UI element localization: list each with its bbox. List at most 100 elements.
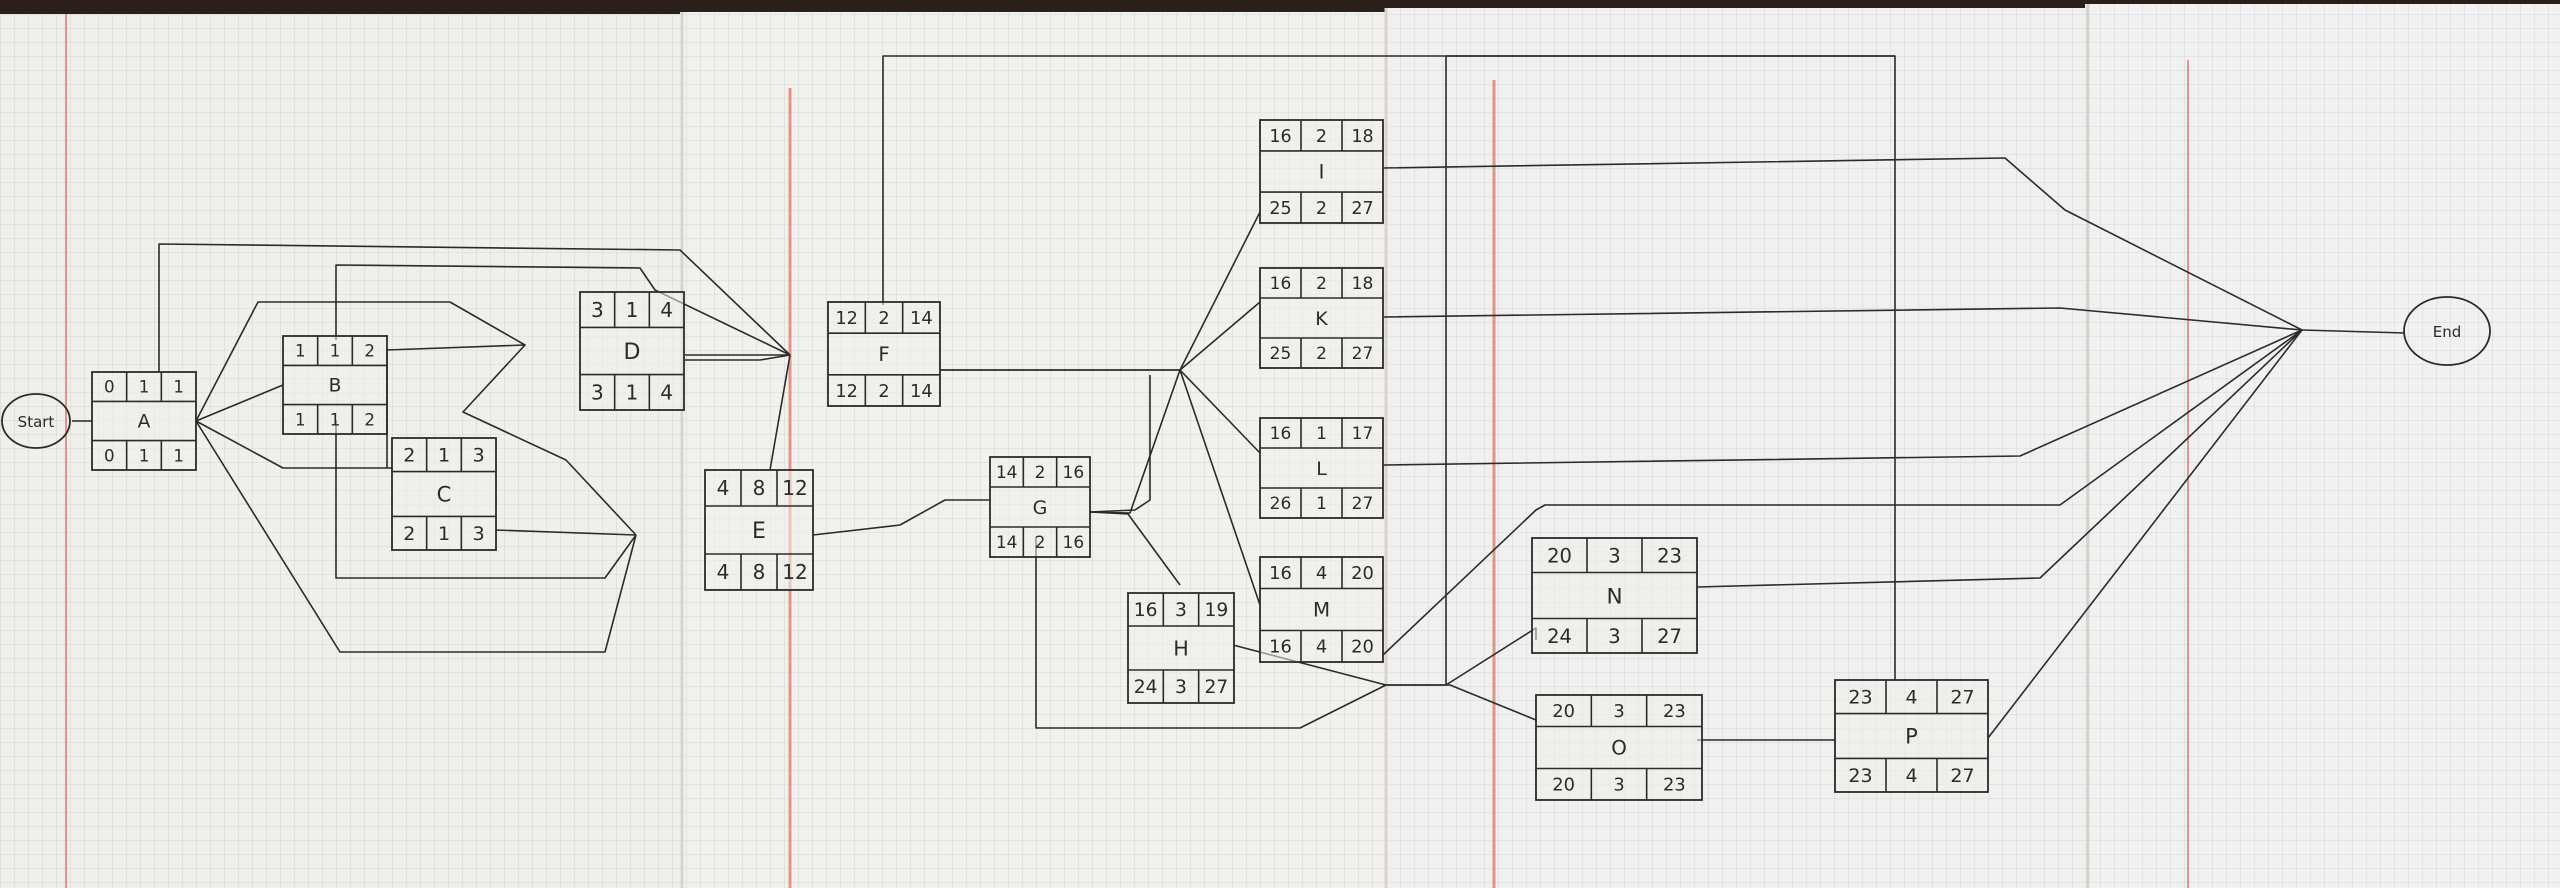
earliest-finish: 2 bbox=[364, 342, 375, 361]
activity-label: C bbox=[437, 482, 452, 507]
earliest-start: 16 bbox=[1269, 563, 1292, 584]
latest-start: 4 bbox=[717, 560, 730, 584]
duration: 1 bbox=[438, 523, 450, 545]
earliest-start: 0 bbox=[104, 378, 115, 397]
activity-label: G bbox=[1033, 497, 1048, 519]
duration: 3 bbox=[1608, 625, 1620, 648]
duration: 2 bbox=[1316, 344, 1327, 364]
activity-label: L bbox=[1316, 458, 1327, 480]
earliest-finish: 23 bbox=[1663, 701, 1686, 722]
earliest-finish: 12 bbox=[782, 476, 807, 500]
latest-finish: 12 bbox=[782, 560, 807, 584]
latest-start: 12 bbox=[835, 382, 858, 402]
earliest-start: 16 bbox=[1270, 274, 1292, 294]
latest-start: 23 bbox=[1848, 765, 1872, 787]
duration: 8 bbox=[753, 476, 766, 500]
earliest-finish: 23 bbox=[1657, 544, 1682, 567]
duration: 2 bbox=[1035, 463, 1046, 483]
duration: 1 bbox=[438, 445, 450, 467]
latest-start: 26 bbox=[1270, 494, 1292, 514]
earliest-finish: 3 bbox=[473, 445, 485, 467]
earliest-start: 12 bbox=[835, 309, 858, 329]
activity-label: P bbox=[1905, 724, 1918, 749]
latest-start: 25 bbox=[1269, 199, 1291, 219]
latest-start: 0 bbox=[104, 446, 115, 465]
latest-finish: 20 bbox=[1351, 637, 1374, 658]
duration: 1 bbox=[626, 298, 639, 322]
duration: 2 bbox=[1316, 274, 1327, 294]
end-label: End bbox=[2433, 323, 2462, 341]
duration: 1 bbox=[1316, 424, 1327, 444]
duration: 4 bbox=[1316, 563, 1327, 584]
earliest-start: 2 bbox=[403, 445, 415, 467]
latest-finish: 3 bbox=[473, 523, 485, 545]
latest-finish: 23 bbox=[1663, 775, 1686, 796]
latest-start: 20 bbox=[1552, 775, 1575, 796]
latest-start: 14 bbox=[996, 533, 1018, 553]
activity-label: K bbox=[1315, 308, 1328, 330]
start-label: Start bbox=[18, 413, 55, 431]
duration: 1 bbox=[330, 410, 341, 429]
latest-finish: 27 bbox=[1351, 199, 1373, 219]
earliest-start: 3 bbox=[591, 298, 604, 322]
duration: 2 bbox=[1316, 199, 1327, 219]
latest-finish: 27 bbox=[1204, 677, 1228, 698]
latest-start: 2 bbox=[403, 523, 415, 545]
earliest-start: 16 bbox=[1134, 600, 1158, 621]
earliest-finish: 27 bbox=[1950, 687, 1974, 709]
dependency-lines bbox=[72, 55, 2406, 741]
duration: 3 bbox=[1608, 544, 1620, 567]
earliest-finish: 18 bbox=[1351, 127, 1373, 147]
duration: 4 bbox=[1905, 765, 1917, 787]
latest-finish: 2 bbox=[364, 410, 375, 429]
earliest-finish: 17 bbox=[1352, 424, 1374, 444]
earliest-start: 1 bbox=[295, 342, 306, 361]
latest-start: 24 bbox=[1134, 677, 1158, 698]
activity-label: O bbox=[1611, 737, 1627, 760]
duration: 3 bbox=[1175, 600, 1187, 621]
activity-label: E bbox=[752, 519, 766, 544]
earliest-start: 23 bbox=[1848, 687, 1872, 709]
earliest-start: 14 bbox=[996, 463, 1018, 483]
earliest-finish: 4 bbox=[660, 298, 673, 322]
duration: 2 bbox=[1316, 127, 1327, 147]
latest-finish: 27 bbox=[1352, 494, 1374, 514]
earliest-finish: 19 bbox=[1204, 600, 1228, 621]
end-node: End bbox=[2403, 296, 2491, 366]
latest-finish: 4 bbox=[660, 381, 673, 405]
latest-start: 24 bbox=[1547, 625, 1572, 648]
duration: 3 bbox=[1175, 677, 1187, 698]
latest-finish: 27 bbox=[1950, 765, 1974, 787]
duration: 2 bbox=[1035, 533, 1046, 553]
latest-start: 25 bbox=[1270, 344, 1292, 364]
activity-node-c: 2 1 3C2 1 3 bbox=[391, 437, 497, 551]
earliest-start: 4 bbox=[717, 476, 730, 500]
latest-start: 1 bbox=[295, 410, 306, 429]
latest-finish: 16 bbox=[1063, 533, 1085, 553]
earliest-finish: 20 bbox=[1351, 563, 1374, 584]
duration: 4 bbox=[1316, 637, 1327, 658]
duration: 8 bbox=[753, 560, 766, 584]
duration: 2 bbox=[878, 309, 889, 329]
duration: 3 bbox=[1613, 775, 1624, 796]
activity-label: I bbox=[1319, 161, 1325, 184]
start-node: Start bbox=[1, 393, 71, 449]
earliest-start: 16 bbox=[1270, 424, 1292, 444]
activity-label: B bbox=[329, 376, 342, 397]
activity-label: A bbox=[138, 412, 151, 433]
duration: 4 bbox=[1905, 687, 1917, 709]
earliest-finish: 14 bbox=[910, 309, 933, 329]
